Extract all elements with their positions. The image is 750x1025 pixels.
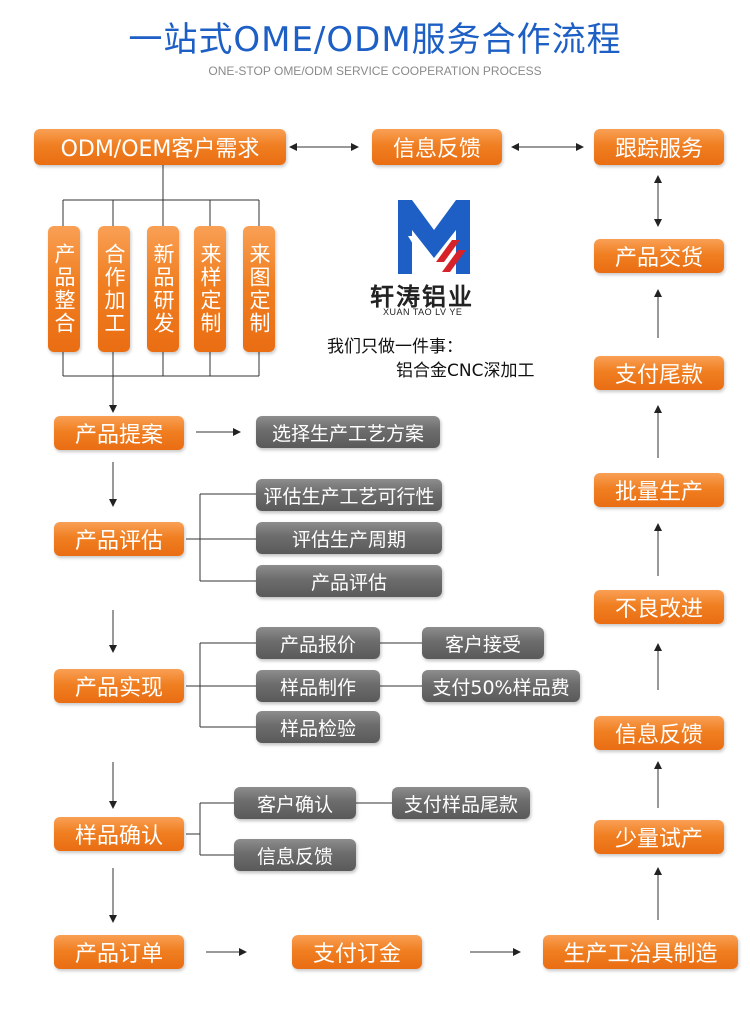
sample-making-box: 样品制作 [256,670,380,702]
info-feedback-detail-box: 信息反馈 [234,839,356,871]
product-proposal-box: 产品提案 [54,416,184,450]
product-eval-detail-box: 产品评估 [256,565,442,597]
feasibility-eval-box: 评估生产工艺可行性 [256,479,442,511]
sample-fee-box: 支付50%样品费 [422,670,580,702]
product-order-box: 产品订单 [54,935,184,969]
motto-line-1: 我们只做一件事： [327,337,463,357]
final-payment-box: 支付尾款 [594,356,724,390]
page-title: 一站式OME/ODM服务合作流程 [128,20,622,60]
company-logo-icon [398,200,470,274]
quote-box: 产品报价 [256,627,380,659]
cycle-eval-box: 评估生产周期 [256,522,442,554]
category-cooperative-processing: 合作加工 [98,226,130,352]
product-realization-box: 产品实现 [54,669,184,703]
product-delivery-box: 产品交货 [594,239,724,273]
pay-deposit-box: 支付订金 [292,935,422,969]
sample-inspection-box: 样品检验 [256,711,380,743]
page-subtitle: ONE-STOP OME/ODM SERVICE COOPERATION PRO… [208,64,542,78]
motto-line-2: 铝合金CNC深加工 [396,361,535,381]
company-name-en: XUAN TAO LV YE [383,307,463,317]
customer-confirm-box: 客户确认 [234,787,356,819]
mass-production-box: 批量生产 [594,473,724,507]
defect-improvement-box: 不良改进 [594,590,724,624]
product-evaluation-box: 产品评估 [54,522,184,556]
sample-confirmation-box: 样品确认 [54,817,184,851]
customer-accept-box: 客户接受 [422,627,544,659]
sample-balance-box: 支付样品尾款 [392,787,530,819]
company-name-cn: 轩涛铝业 [370,283,474,311]
category-new-product-rd: 新品研发 [147,226,179,352]
trial-production-box: 少量试产 [594,820,724,854]
tooling-manufacture-box: 生产工治具制造 [543,935,738,969]
category-drawing-customization: 来图定制 [243,226,275,352]
top-feedback-box: 信息反馈 [372,129,502,165]
customer-demand-box: ODM/OEM客户需求 [34,129,286,165]
process-plan-box: 选择生产工艺方案 [256,416,440,448]
right-feedback-box: 信息反馈 [594,716,724,750]
tracking-service-box: 跟踪服务 [594,129,724,165]
category-product-integration: 产品整合 [48,226,80,352]
category-sample-customization: 来样定制 [194,226,226,352]
